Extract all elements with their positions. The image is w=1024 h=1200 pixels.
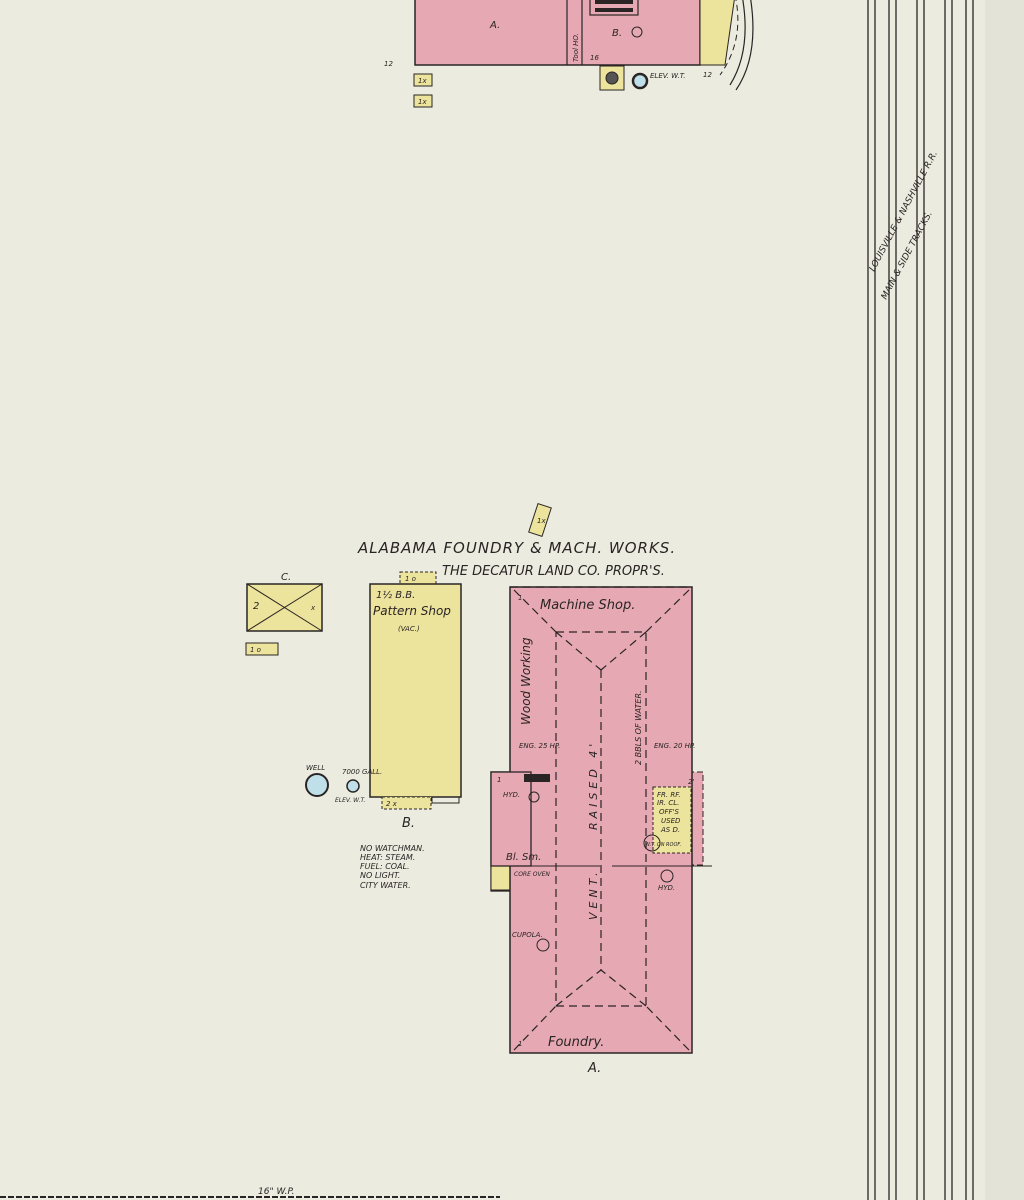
office-note: IR. CL. bbox=[657, 799, 679, 807]
shed-mark: 1x bbox=[537, 517, 546, 525]
corner-mark: 1 bbox=[518, 1040, 522, 1048]
small-shed bbox=[528, 502, 552, 538]
top-frame-strip bbox=[699, 0, 735, 66]
shed-mark: 1 o bbox=[250, 646, 261, 654]
wood-working-label: Wood Working bbox=[519, 637, 533, 725]
page-edge bbox=[985, 0, 1024, 1200]
building-a-foundry bbox=[490, 586, 712, 1054]
note-line: FUEL: COAL. bbox=[360, 862, 410, 871]
annex-mark: 2 x bbox=[386, 800, 398, 808]
shed-mark: 1x bbox=[418, 98, 427, 106]
office-note: USED bbox=[661, 817, 681, 825]
vacant-label: (VAC.) bbox=[398, 625, 420, 633]
water-barrels-label: 2 BBLS OF WATER. bbox=[634, 690, 643, 765]
furnace bbox=[589, 0, 639, 16]
business-owner: THE DECATUR LAND CO. PROPR'S. bbox=[442, 564, 665, 579]
well-icon bbox=[305, 773, 329, 797]
office-note: OFF'S bbox=[659, 808, 679, 816]
cupola-label: CUPOLA. bbox=[512, 931, 543, 939]
water-tank-icon bbox=[346, 779, 360, 793]
building-b-pattern-shop bbox=[369, 583, 462, 798]
elev-wt-label: ELEV. W.T. bbox=[335, 797, 366, 804]
hydrant-label: HYD. bbox=[658, 884, 675, 892]
elev-wt-label: ELEV. W.T. bbox=[650, 72, 685, 80]
stories-mark: 1½ B.B. bbox=[376, 589, 415, 601]
office-note: FR. RF. bbox=[657, 791, 681, 799]
wall-mark: 16 bbox=[590, 54, 599, 62]
engine-left-label: ENG. 25 HP. bbox=[519, 742, 560, 750]
business-title: ALABAMA FOUNDRY & MACH. WORKS. bbox=[357, 539, 676, 557]
note-line: NO LIGHT. bbox=[360, 871, 400, 880]
well-label: WELL bbox=[306, 764, 325, 772]
shed-mark: 1x bbox=[418, 77, 427, 85]
note-line: CITY WATER. bbox=[360, 881, 411, 890]
tank-capacity-label: 7000 GALL. bbox=[342, 768, 382, 776]
pattern-shop-label: Pattern Shop bbox=[373, 604, 451, 618]
office bbox=[652, 786, 692, 854]
water-tank-icon bbox=[631, 72, 649, 90]
machine-shop-label: Machine Shop. bbox=[540, 598, 635, 613]
raised-label: RAISED 4' bbox=[587, 740, 600, 830]
stories-mark: 2 bbox=[253, 601, 259, 612]
note-line: NO WATCHMAN. bbox=[360, 844, 425, 853]
engine-right-label: ENG. 20 HP. bbox=[654, 742, 695, 750]
top-building-a bbox=[414, 0, 701, 66]
note-line: HEAT: STEAM. bbox=[360, 853, 415, 862]
corner-mark: 1 bbox=[518, 594, 522, 602]
fire-notes: NO WATCHMAN. HEAT: STEAM. FUEL: COAL. NO… bbox=[360, 844, 425, 890]
building-a-label: A. bbox=[587, 1061, 601, 1076]
building-b-label: B. bbox=[402, 816, 415, 831]
blacksmith-label: Bl. Sm. bbox=[506, 852, 541, 863]
railroad-tracks bbox=[867, 0, 974, 1200]
foundry-label: Foundry. bbox=[548, 1035, 604, 1050]
hydrant-label: HYD. bbox=[503, 791, 520, 799]
railroad-tracks-label: MAIN & SIDE TRACKS. bbox=[880, 210, 935, 302]
core-oven-label: CORE OVEN bbox=[514, 871, 550, 878]
corner-mark: 1 bbox=[497, 776, 501, 784]
wall-mark: 12 bbox=[384, 60, 393, 68]
top-building-b-label: B. bbox=[612, 28, 622, 39]
top-building-a-label: A. bbox=[489, 20, 500, 31]
vent-label: VENT. bbox=[587, 868, 600, 920]
corner-mark: 2' bbox=[688, 778, 694, 786]
building-c-label: C. bbox=[281, 572, 291, 583]
roof-tank-label: W.T. ON ROOF. bbox=[645, 842, 681, 848]
water-pipe-label: 16" W.P. bbox=[258, 1187, 295, 1197]
tool-house-label: Tool HO. bbox=[572, 33, 580, 62]
wall-mark: 12 bbox=[703, 71, 712, 79]
roof-mark: x bbox=[310, 604, 316, 612]
office-note: AS D. bbox=[660, 826, 680, 834]
top-block: A. Tool HO. B. 1x 1x 12 16 12 ELEV. W.T. bbox=[384, 0, 754, 108]
annex-mark: 1 o bbox=[405, 575, 416, 583]
